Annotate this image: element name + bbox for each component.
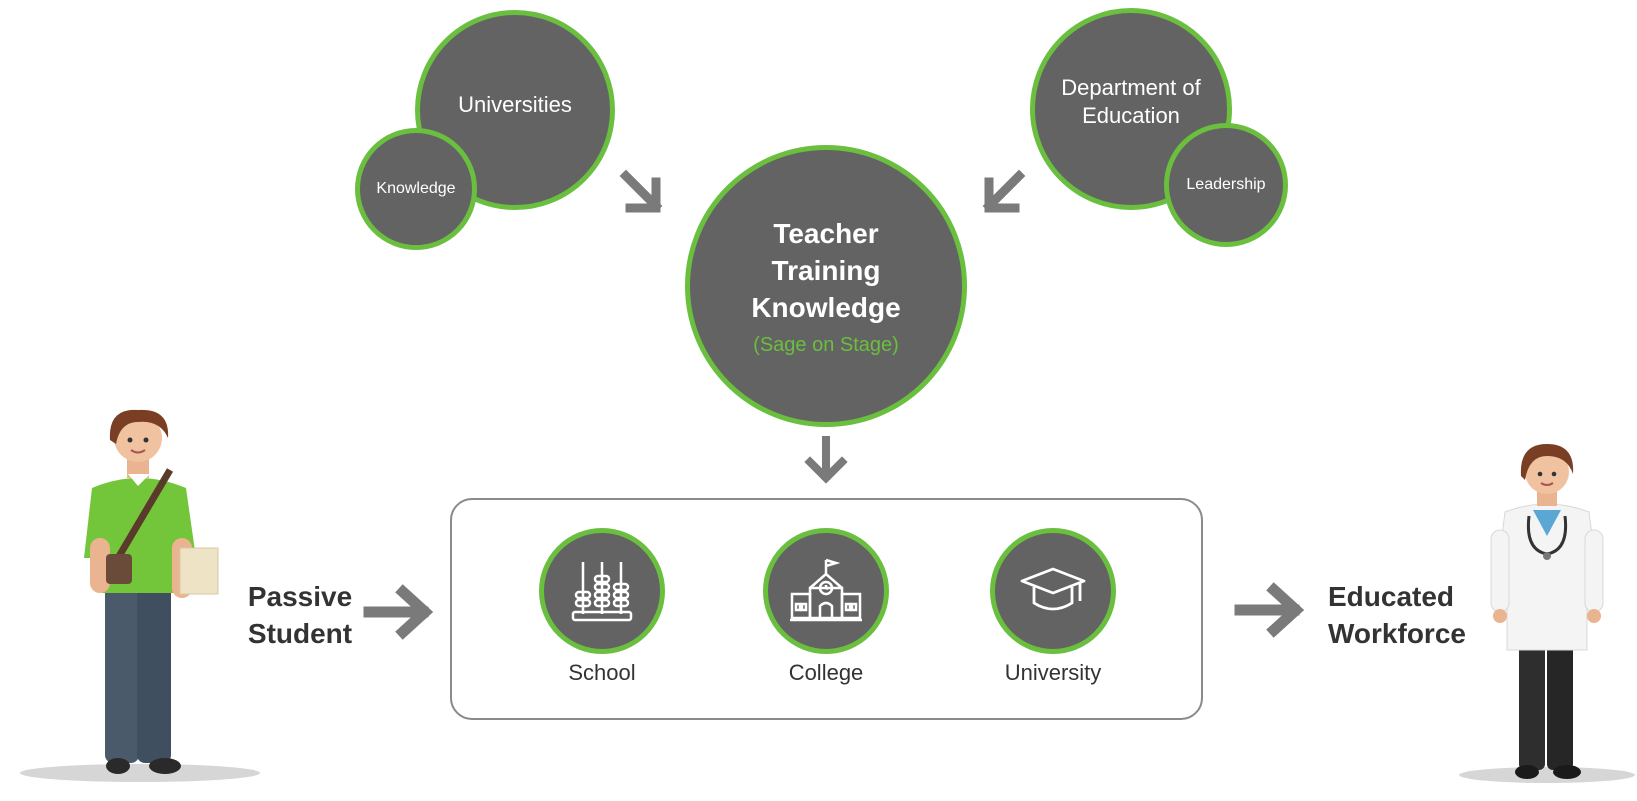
arrow-down-icon — [804, 436, 848, 484]
department-of-education-label: Department of Education — [1061, 75, 1201, 128]
universities-label: Universities — [458, 92, 572, 117]
leadership-label: Leadership — [1186, 176, 1266, 193]
arrow-down-right-icon — [619, 169, 663, 213]
teacher-training-title: Teacher Training Knowledge — [751, 218, 901, 323]
knowledge-circle: Knowledge — [355, 128, 477, 250]
school-circle — [539, 528, 665, 654]
educated-workforce-label: Educated Workforce — [1328, 581, 1466, 649]
school-building-icon — [790, 558, 862, 622]
college-label: College — [788, 660, 864, 685]
university-label: University — [1004, 660, 1102, 685]
university-circle — [990, 528, 1116, 654]
sage-on-stage-subtitle: (Sage on Stage) — [753, 334, 899, 356]
school-label: School — [568, 660, 636, 685]
arrow-right-icon — [363, 584, 434, 640]
knowledge-label: Knowledge — [376, 180, 456, 197]
graduation-cap-icon — [1020, 567, 1086, 611]
leadership-circle: Leadership — [1164, 123, 1288, 247]
arrow-right-icon — [1234, 582, 1305, 638]
arrow-down-left-icon — [982, 169, 1026, 213]
teacher-training-circle: Teacher Training Knowledge (Sage on Stag… — [685, 145, 967, 427]
college-circle — [763, 528, 889, 654]
abacus-icon — [571, 562, 633, 622]
student-figure — [20, 409, 260, 782]
institutions-box: School College Unive — [450, 498, 1203, 720]
passive-student-label: Passive Student — [247, 581, 353, 649]
doctor-figure — [1459, 444, 1635, 783]
